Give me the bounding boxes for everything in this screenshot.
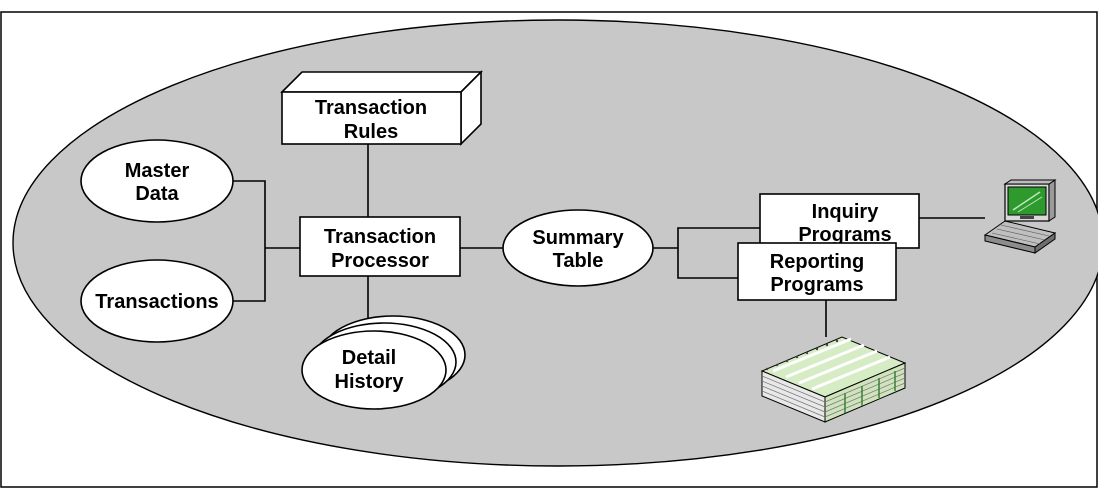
summary-table-node: Summary Table — [502, 209, 654, 287]
reporting-programs-label-line1: Reporting — [770, 251, 864, 273]
inquiry-programs-label-line1: Inquiry — [812, 201, 880, 223]
connector-inputs-bracket — [233, 180, 266, 302]
inquiry-programs-node: Inquiry Programs — [759, 193, 920, 249]
transaction-rules-box: Transaction Rules — [280, 70, 483, 146]
detail-history-node: Detail History — [301, 315, 466, 410]
transaction-processor-node: Transaction Processor — [299, 216, 461, 277]
master-data-node: Master Data — [80, 139, 234, 223]
transactions-label: Transactions — [95, 291, 218, 313]
master-data-label-line1: Master — [125, 160, 190, 182]
printed-report-stack-icon — [760, 336, 907, 423]
summary-table-label-line2: Table — [553, 250, 604, 272]
connectors — [233, 143, 985, 337]
computer-terminal-icon — [983, 179, 1057, 254]
summary-table-label-line1: Summary — [532, 227, 624, 249]
inquiry-programs-label-line2: Programs — [798, 224, 891, 246]
transaction-rules-label-line1: Transaction — [315, 97, 427, 119]
transaction-processor-label-line2: Processor — [331, 250, 429, 272]
reporting-programs-node: Reporting Programs — [737, 242, 897, 301]
detail-history-label-line1: Detail — [342, 347, 396, 369]
detail-history-label-line2: History — [335, 371, 405, 393]
reporting-programs-label-line2: Programs — [770, 274, 863, 296]
transaction-rules-label-line2: Rules — [344, 121, 398, 143]
connector-programs-bracket — [677, 227, 760, 279]
transaction-processor-label-line1: Transaction — [324, 226, 436, 248]
master-data-label-line2: Data — [135, 183, 179, 205]
transactions-node: Transactions — [80, 259, 234, 343]
